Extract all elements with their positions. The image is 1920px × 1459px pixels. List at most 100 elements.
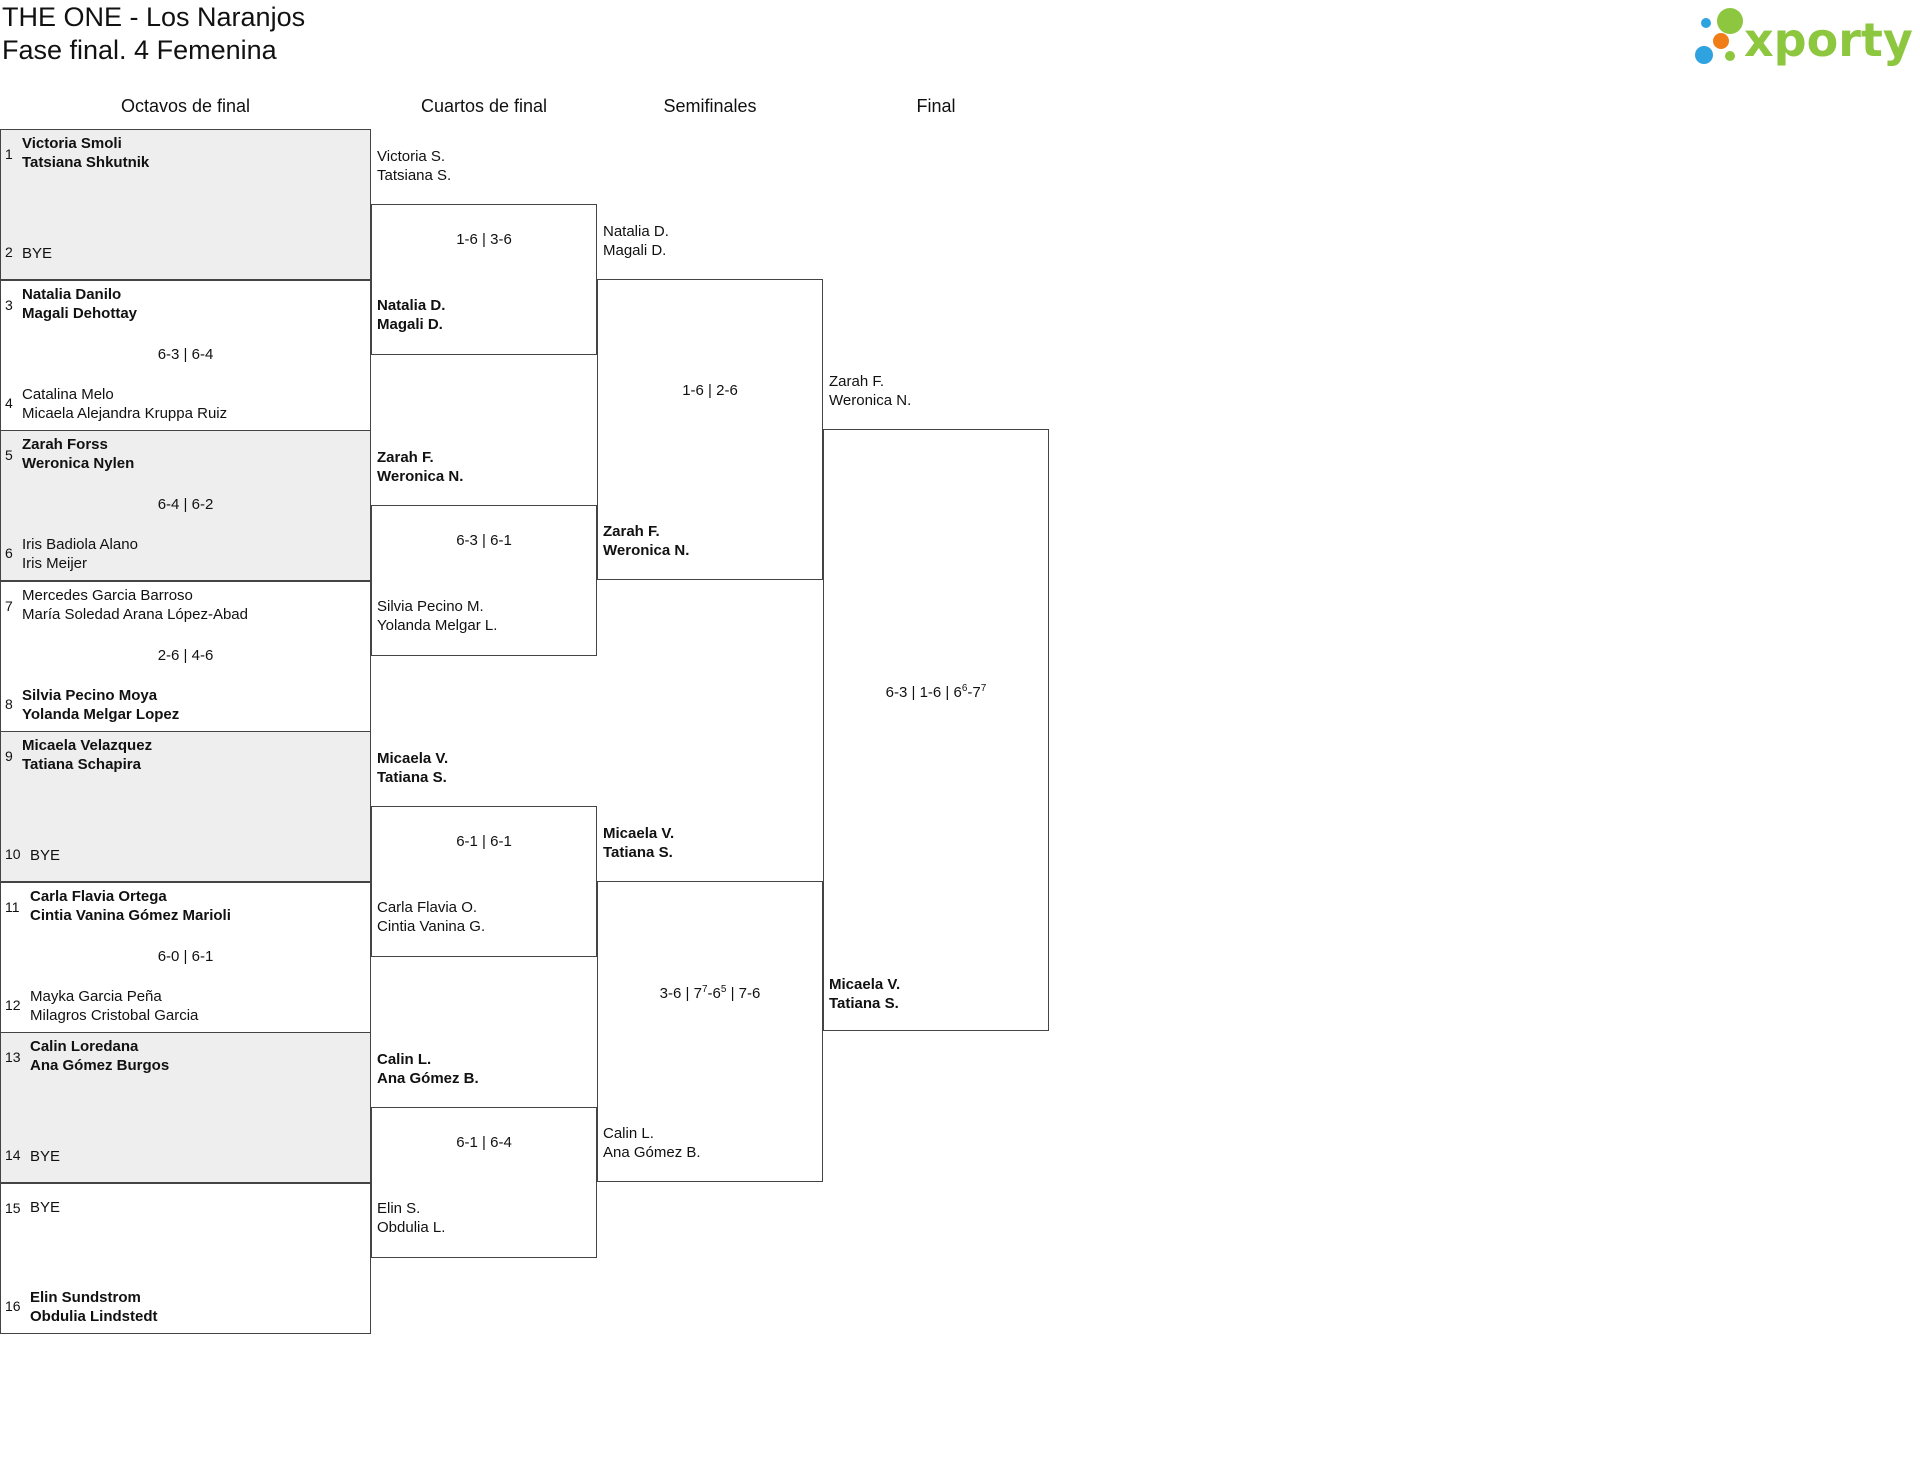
page-title: THE ONE - Los Naranjos (2, 2, 306, 32)
octavos-entry-player2: Cintia Vanina Gómez Marioli (30, 906, 231, 924)
octavos-entry-player2: Micaela Alejandra Kruppa Ruiz (22, 404, 228, 422)
match-score: 6-3 | 1-6 | 66-77 (885, 683, 987, 701)
octavos-entry-player2: Obdulia Lindstedt (30, 1307, 158, 1325)
seed-number: 16 (5, 1297, 21, 1314)
octavos-entry-player1: Catalina Melo (22, 385, 114, 403)
round-header: Semifinales (663, 96, 757, 116)
octavos-entry-player2: María Soledad Arana López-Abad (22, 605, 248, 623)
cuartos-entry-player1: Elin S. (377, 1200, 421, 1217)
octavos-match-box (0, 1032, 371, 1183)
bye-label: BYE (22, 245, 53, 262)
octavos-entry-player1: Calin Loredana (30, 1038, 139, 1055)
match-score: 1-6 | 2-6 (682, 382, 738, 399)
octavos-entry-player2: Weronica Nylen (22, 455, 135, 472)
cuartos-entry-player1: Zarah F. (377, 449, 434, 466)
match-score: 3-6 | 77-65 | 7-6 (659, 984, 761, 1002)
cuartos-match-box (371, 806, 597, 957)
semis-entry-player1: Zarah F. (603, 523, 660, 540)
cuartos-entry-player2: Obdulia L. (377, 1219, 446, 1236)
octavos-entry-player1: Mayka Garcia Peña (30, 987, 162, 1005)
seed-number: 4 (5, 394, 13, 411)
xporty-logo: xporty (1695, 8, 1913, 67)
seed-number: 15 (5, 1199, 21, 1216)
semis-entry-player2: Ana Gómez B. (603, 1144, 701, 1161)
bye-label: BYE (30, 847, 61, 864)
final-entry-player1: Zarah F. (829, 373, 885, 390)
semis-entry-player2: Magali D. (603, 242, 667, 259)
svg-text:xporty: xporty (1744, 13, 1913, 67)
seed-number: 7 (5, 597, 13, 614)
cuartos-entry-player1: Carla Flavia O. (377, 899, 478, 916)
match-score: 6-1 | 6-4 (456, 1134, 512, 1151)
cuartos-entry-player2: Tatsiana S. (377, 167, 452, 184)
seed-number: 1 (5, 146, 13, 162)
cuartos-entry-player2: Weronica N. (377, 468, 464, 485)
seed-number: 14 (5, 1147, 21, 1163)
match-score: 2-6 | 4-6 (157, 646, 214, 664)
semis-entry-player1: Calin L. (603, 1125, 654, 1142)
seed-number: 5 (5, 447, 13, 463)
cuartos-entry-player1: Natalia D. (377, 297, 446, 314)
octavos-match-box (0, 129, 371, 280)
seed-number: 9 (5, 748, 13, 764)
match-score: 6-0 | 6-1 (157, 947, 214, 965)
round-header: Cuartos de final (420, 96, 548, 116)
octavos-entry-player1: Micaela Velazquez (22, 737, 153, 754)
cuartos-match-box (371, 1107, 597, 1258)
final-match-box (823, 429, 1049, 1031)
octavos-entry-player1: Elin Sundstrom (30, 1288, 141, 1306)
semis-match-box (597, 881, 823, 1182)
cuartos-match-box (371, 505, 597, 656)
bye-label: BYE (30, 1148, 61, 1165)
octavos-match-box (0, 731, 371, 882)
semis-entry-player2: Tatiana S. (603, 844, 673, 861)
octavos-match-box (0, 1182, 371, 1334)
octavos-entry-player2: Milagros Cristobal Garcia (30, 1006, 199, 1024)
cuartos-entry-player1: Micaela V. (377, 750, 449, 767)
octavos-entry-player2: Ana Gómez Burgos (30, 1057, 170, 1074)
octavos-entry-player1: Victoria Smoli (22, 135, 122, 152)
match-score: 6-4 | 6-2 (157, 496, 214, 513)
match-score: 6-3 | 6-4 (157, 345, 214, 363)
seed-number: 11 (5, 898, 20, 915)
seed-number: 8 (5, 695, 13, 712)
octavos-entry-player2: Iris Meijer (22, 555, 88, 572)
cuartos-match-box (371, 204, 597, 355)
octavos-entry-player1: Silvia Pecino Moya (22, 686, 158, 704)
cuartos-entry-player2: Tatiana S. (377, 769, 447, 786)
semis-entry-player1: Natalia D. (603, 223, 669, 240)
seed-number: 12 (5, 996, 21, 1013)
cuartos-entry-player2: Ana Gómez B. (377, 1070, 479, 1087)
cuartos-entry-player2: Cintia Vanina G. (377, 918, 486, 935)
match-score: 1-6 | 3-6 (456, 231, 512, 248)
final-entry-player2: Weronica N. (829, 392, 912, 409)
semis-entry-player1: Micaela V. (603, 825, 675, 842)
octavos-entry-player1: Natalia Danilo (22, 285, 122, 303)
cuartos-entry-player1: Calin L. (377, 1051, 432, 1068)
cuartos-entry-player2: Magali D. (377, 316, 443, 333)
match-score: 6-1 | 6-1 (456, 833, 512, 850)
cuartos-entry-player1: Victoria S. (377, 148, 446, 165)
octavos-entry-player2: Magali Dehottay (22, 304, 138, 322)
octavos-entry-player2: Yolanda Melgar Lopez (22, 705, 180, 723)
octavos-match-box (0, 430, 371, 581)
octavos-entry-player2: Tatsiana Shkutnik (22, 154, 150, 171)
bye-label: BYE (30, 1198, 61, 1216)
octavos-entry-player1: Mercedes Garcia Barroso (22, 586, 193, 604)
cuartos-entry-player2: Yolanda Melgar L. (377, 617, 498, 634)
round-header: Octavos de final (120, 96, 251, 116)
cuartos-entry-player1: Silvia Pecino M. (377, 598, 484, 615)
octavos-entry-player2: Tatiana Schapira (22, 756, 141, 773)
octavos-entry-player1: Zarah Forss (22, 436, 108, 453)
seed-number: 2 (5, 244, 13, 260)
octavos-entry-player1: Iris Badiola Alano (22, 536, 138, 553)
page-subtitle: Fase final. 4 Femenina (2, 35, 277, 65)
final-entry-player1: Micaela V. (829, 976, 901, 993)
seed-number: 13 (5, 1049, 21, 1065)
seed-number: 10 (5, 846, 21, 862)
final-entry-player2: Tatiana S. (829, 995, 899, 1012)
semis-match-box (597, 279, 823, 580)
octavos-entry-player1: Carla Flavia Ortega (30, 887, 167, 905)
seed-number: 6 (5, 545, 13, 561)
seed-number: 3 (5, 296, 13, 313)
